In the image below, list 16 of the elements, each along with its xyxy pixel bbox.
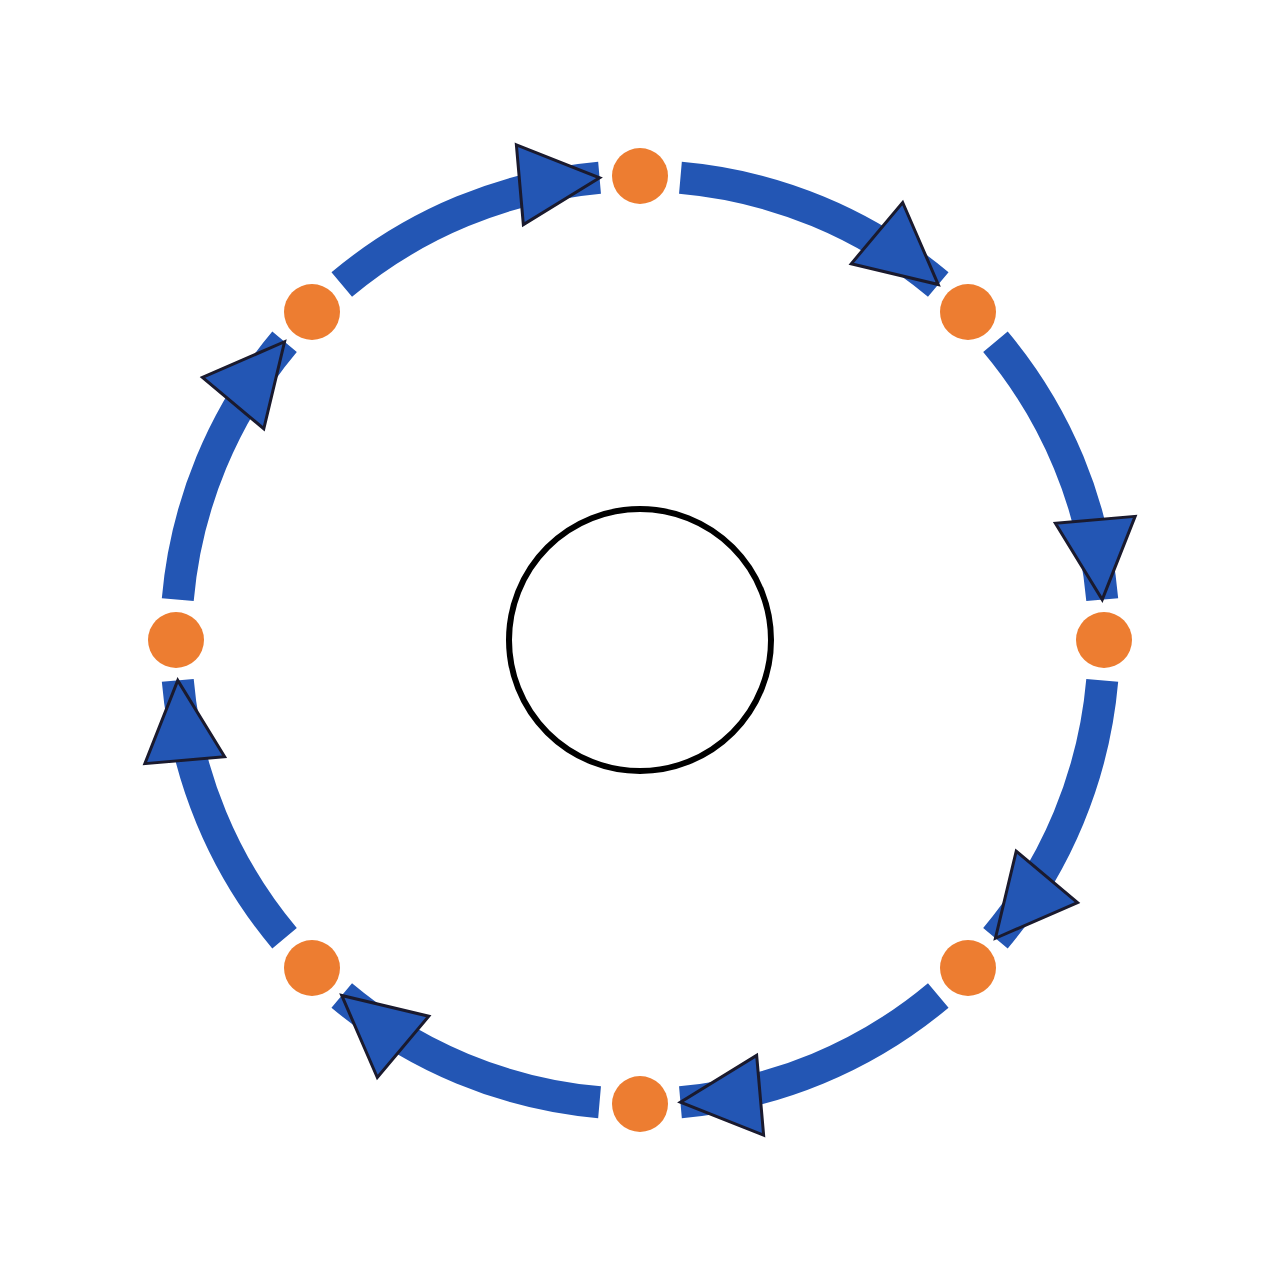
- curved-arrow: [161, 332, 298, 602]
- curved-arrow: [332, 148, 602, 298]
- cycle-dot: [148, 612, 204, 668]
- curved-arrow: [982, 678, 1119, 948]
- curved-arrow: [678, 161, 948, 298]
- cycle-dot: [612, 148, 668, 204]
- cycle-dot: [940, 940, 997, 997]
- cycle-dot: [283, 940, 340, 997]
- curved-arrow: [332, 982, 602, 1119]
- cycle-dot: [612, 1076, 668, 1132]
- cycle-dot: [283, 283, 340, 340]
- curved-arrow: [148, 678, 298, 948]
- curved-arrow: [678, 982, 948, 1132]
- cycle-dot: [940, 283, 997, 340]
- cycle-dot: [1076, 612, 1132, 668]
- curved-arrow: [982, 332, 1132, 602]
